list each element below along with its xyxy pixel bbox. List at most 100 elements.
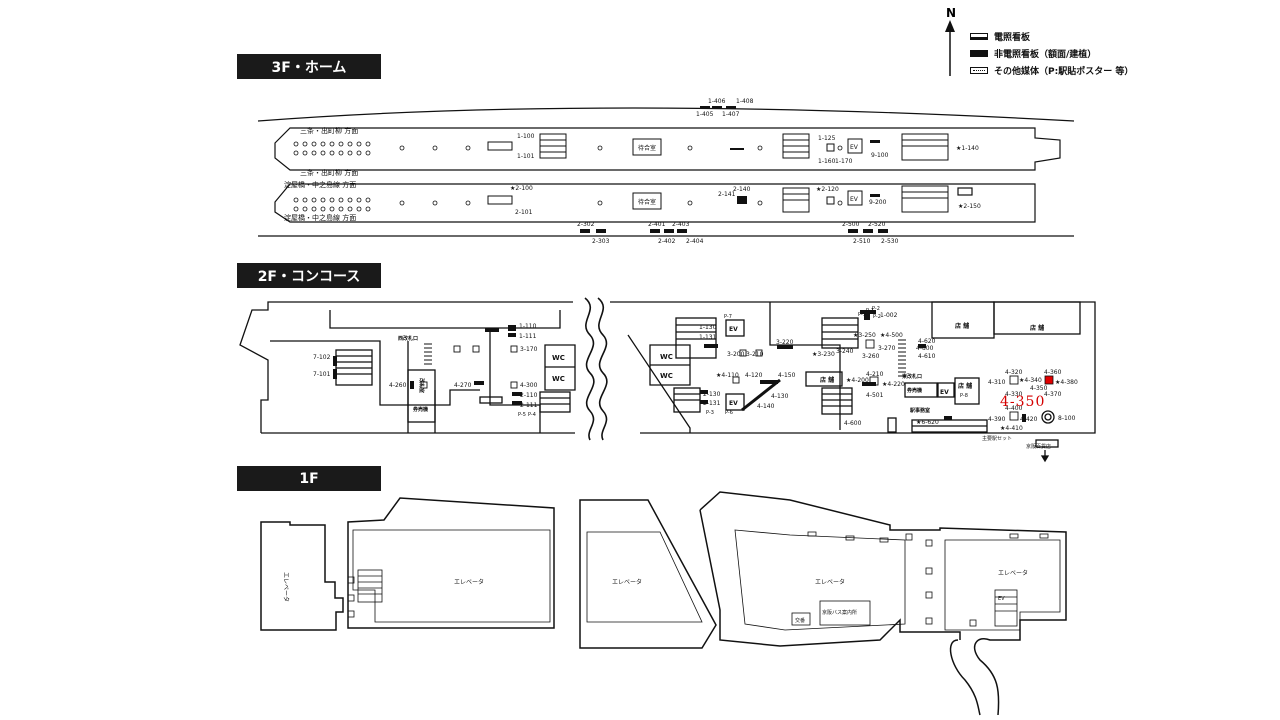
direction-label: 三条・出町柳 方面 — [300, 168, 358, 177]
room-label: EV — [729, 326, 738, 333]
room-label: EV — [850, 196, 859, 203]
room-label: 交番 — [795, 617, 805, 624]
ad-label: ★3-250 — [853, 332, 876, 339]
ad-label: 主要駅セット — [982, 435, 1012, 442]
ad-label: ★4-200 — [846, 377, 869, 384]
ad-label: P-2 — [873, 314, 881, 320]
ad-label: 8-100 — [1058, 415, 1076, 422]
callout-label: 4-350 — [1000, 394, 1046, 410]
ad-label: 9-100 — [871, 152, 889, 159]
ad-label: P-1 — [858, 312, 866, 318]
ad-label: 3-270 — [878, 345, 896, 352]
north-arrow-icon — [945, 20, 955, 76]
ad-label: P-8 — [960, 393, 968, 399]
ad-label: 1-406 — [708, 98, 726, 105]
direction-label: 三条・出町柳 方面 — [300, 126, 358, 135]
ad-label: 4-140 — [757, 403, 775, 410]
ad-label: 1-405 — [696, 111, 714, 118]
ad-label: ★2-100 — [510, 185, 533, 192]
room-label: EV — [729, 400, 738, 407]
ad-label: 4-270 — [454, 382, 472, 389]
ad-label: 1-160 — [818, 158, 836, 165]
ad-label: P-7 — [724, 314, 732, 320]
ad-label: P-3 — [706, 410, 714, 416]
other-media-icon — [970, 67, 988, 74]
ad-label: 2-403 — [672, 221, 690, 228]
ad-label: 2-500 — [842, 221, 860, 228]
ad-label: 3-220 — [776, 339, 794, 346]
ad-label: 1-131 — [699, 334, 717, 341]
legend-item-lit: 電照看板 — [970, 30, 1030, 43]
north-label: N — [946, 6, 957, 20]
ad-label: 4-210 — [866, 371, 884, 378]
ad-label: 1-125 — [818, 135, 836, 142]
ad-label: 京阪百貨店 — [1026, 443, 1051, 450]
ad-label: P-6 — [725, 410, 733, 416]
ad-label: 2-404 — [686, 238, 704, 245]
ad-label: ★4-110 — [716, 372, 739, 379]
room-label: 券売機 — [906, 387, 922, 394]
ad-label: 2-510 — [853, 238, 871, 245]
floor-tab-3f: 3F・ホーム — [237, 54, 381, 79]
ad-label: 4-130 — [771, 393, 789, 400]
room-label: EV — [940, 389, 949, 396]
room-label: 京阪バス案内所 — [822, 609, 857, 616]
lit-sign-icon — [970, 33, 988, 40]
direction-label: 淀屋橋・中之島線 方面 — [284, 180, 356, 189]
ad-label: 3-210 — [746, 351, 764, 358]
room-label: 券売機 — [412, 406, 428, 413]
ad-label: 2-110 — [520, 392, 538, 399]
ad-label: 1-130 — [699, 324, 717, 331]
ad-label: 3-170 — [520, 346, 538, 353]
ad-label: 2-401 — [648, 221, 666, 228]
ad-label: ★3-230 — [812, 351, 835, 358]
ad-label: 4-390 — [988, 416, 1006, 423]
ad-label: 3-260 — [862, 353, 880, 360]
room-label: 店 舗 — [955, 322, 969, 330]
ad-label: 4-150 — [778, 372, 796, 379]
room-label: エレベータ — [454, 578, 484, 586]
ad-label: 4-370 — [1044, 391, 1062, 398]
nonlit-sign-icon — [970, 50, 988, 57]
ad-label: 2-520 — [868, 221, 886, 228]
room-label: エレベータ — [815, 578, 845, 586]
ad-label: 2-131 — [703, 400, 721, 407]
ad-label: 1-170 — [835, 158, 853, 165]
room-label: 改札室 — [418, 378, 425, 393]
room-label: WC — [660, 372, 673, 380]
ad-label: 4-600 — [844, 420, 862, 427]
ad-label: 2-130 — [703, 391, 721, 398]
ad-label: ★4-340 — [1019, 377, 1042, 384]
ad-label: P-2 — [872, 306, 880, 312]
ad-label: 9-200 — [869, 199, 887, 206]
ad-label: 2-402 — [658, 238, 676, 245]
ad-label: 4-310 — [988, 379, 1006, 386]
ad-label: 2-302 — [577, 221, 595, 228]
ad-label: 1-408 — [736, 98, 754, 105]
ad-label: ★6-620 — [916, 419, 939, 426]
ad-label: 1-110 — [519, 323, 537, 330]
ad-label: ★2-120 — [816, 186, 839, 193]
room-label: WC — [660, 353, 673, 361]
room-label: 駅事務室 — [910, 407, 930, 414]
ad-label: 2-530 — [881, 238, 899, 245]
ad-label: 4-320 — [1005, 369, 1023, 376]
ad-label: 2-111 — [520, 402, 538, 409]
gate-label: 西改札口 — [398, 335, 418, 342]
ad-label: 4-350 — [1030, 385, 1048, 392]
room-label: 待合室 — [638, 198, 656, 206]
ad-label: 7-102 — [313, 354, 331, 361]
ad-label: ★4-500 — [880, 332, 903, 339]
ad-label: ★4-220 — [882, 381, 905, 388]
ad-label: 3-200 — [727, 351, 745, 358]
legend-item-nonlit: 非電照看板（額面/建植） — [970, 47, 1096, 60]
ad-label: P-1 — [866, 308, 874, 314]
room-label: エレベータ — [612, 578, 642, 586]
legend-item-other: その他媒体（P:駅貼ポスター 等） — [970, 64, 1133, 77]
ad-label: ★4-410 — [1000, 425, 1023, 432]
ad-label: 7-101 — [313, 371, 331, 378]
gate-label: 東改札口 — [902, 373, 922, 380]
